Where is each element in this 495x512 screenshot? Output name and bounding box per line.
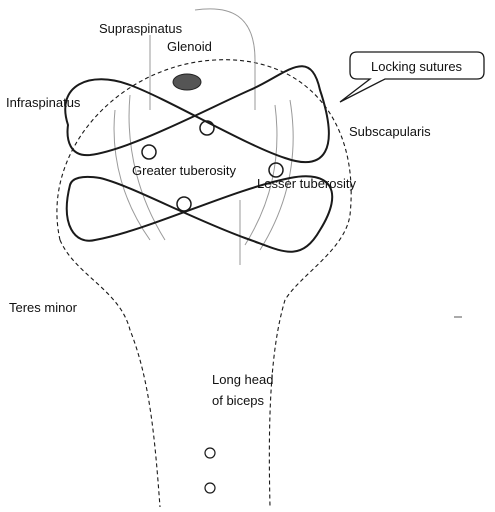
label-locking-sutures: Locking sutures <box>371 59 463 74</box>
suture-hole-shaft-1 <box>205 448 215 458</box>
label-greater-tuberosity: Greater tuberosity <box>132 163 237 178</box>
label-long-head-line1: Long head <box>212 372 273 387</box>
label-lesser-tuberosity: Lesser tuberosity <box>257 176 356 191</box>
label-supraspinatus: Supraspinatus <box>99 21 183 36</box>
label-infraspinatus: Infraspinatus <box>6 95 81 110</box>
suture-hole-shaft-2 <box>205 483 215 493</box>
label-glenoid: Glenoid <box>167 39 212 54</box>
suture-hole-middle <box>177 197 191 211</box>
glenoid-shape <box>173 74 201 90</box>
suture-hole-lesser <box>269 163 283 177</box>
humerus-outline-left <box>60 240 160 507</box>
humerus-outline <box>57 60 351 507</box>
suture-hole-greater <box>142 145 156 159</box>
label-long-head-line2: of biceps <box>212 393 265 408</box>
label-teres-minor: Teres minor <box>9 300 78 315</box>
label-subscapularis: Subscapularis <box>349 124 431 139</box>
